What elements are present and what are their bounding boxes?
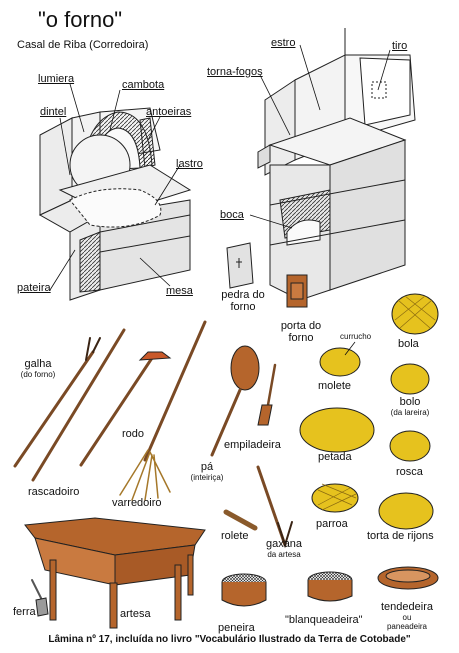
oven-right-drawing <box>257 28 416 301</box>
page-footer: Lâmina nº 17, incluída no livro "Vocabul… <box>48 634 411 645</box>
label-artesa: artesa <box>120 608 151 620</box>
label-dintel: dintel <box>40 106 67 118</box>
label-bola: bola <box>398 338 419 350</box>
gaxana-text: gaxana <box>265 538 303 550</box>
breads-drawing <box>299 293 439 530</box>
label-galha: galha (do forno) <box>16 358 60 379</box>
label-molete: molete <box>318 380 352 392</box>
pa-note: (inteiriça) <box>190 473 224 482</box>
label-currucho: currucho <box>340 332 372 341</box>
tendedeira-text: tendedeira <box>381 601 433 613</box>
label-lumiera: lumiera <box>38 73 75 85</box>
page-subtitle: Casal de Riba (Corredoira) <box>17 39 149 51</box>
label-lastro: lastro <box>176 158 203 170</box>
galha-text: galha <box>24 358 52 370</box>
label-porta-do-forno: porta do forno <box>276 320 326 344</box>
label-torna-fogos: torna-fogos <box>207 66 263 78</box>
pedra-line-1: pedra do <box>221 289 265 301</box>
porta-line-2: forno <box>288 332 314 344</box>
label-mesa: mesa <box>166 285 193 297</box>
sieves-drawing <box>221 566 439 607</box>
label-petada: petada <box>318 451 352 463</box>
bolo-note: (da lareira) <box>390 408 430 417</box>
tools-drawing <box>13 320 293 617</box>
label-rascadoiro: rascadoiro <box>28 486 80 498</box>
label-estro: estro <box>271 37 296 49</box>
label-pedra-do-forno: pedra do forno <box>218 289 268 313</box>
label-parroa: parroa <box>316 518 348 530</box>
tendedeira-note-2: paneadeira <box>386 622 428 631</box>
gaxana-note: da artesa <box>267 550 301 559</box>
pedra-line-2: forno <box>230 301 256 313</box>
porta-line-1: porta do <box>280 320 322 332</box>
label-blanqueadeira: "blanqueadeira" <box>285 614 363 626</box>
label-antoeiras: antoeiras <box>146 106 192 118</box>
porta-do-forno-drawing <box>286 274 308 308</box>
label-tendedeira: tendedeira ou paneadeira <box>375 601 439 631</box>
artesa-drawing <box>24 517 206 629</box>
label-gaxana: gaxana da artesa <box>262 538 306 559</box>
bolo-text: bolo <box>399 396 421 408</box>
pa-text: pá <box>200 461 214 473</box>
label-rolete: rolete <box>221 530 249 542</box>
label-ferra: ferra <box>13 606 36 618</box>
label-varredoiro: varredoiro <box>112 497 162 509</box>
label-rodo: rodo <box>122 428 145 440</box>
galha-note: (do forno) <box>20 370 56 379</box>
oven-left-drawing <box>38 107 192 301</box>
label-pa: pá (inteiriça) <box>190 461 224 482</box>
label-rosca: rosca <box>396 466 423 478</box>
label-torta-de-rijons: torta de rijons <box>367 530 434 542</box>
tendedeira-note-1: ou <box>402 613 412 622</box>
pedra-do-forno-drawing <box>226 242 254 289</box>
label-bolo: bolo (da lareira) <box>382 396 438 417</box>
label-cambota: cambota <box>122 79 165 91</box>
label-peneira: peneira <box>218 622 255 634</box>
leader-lines <box>49 44 391 356</box>
label-pateira: pateira <box>17 282 51 294</box>
label-tiro: tiro <box>392 40 408 52</box>
label-empiladeira: empiladeira <box>224 439 281 451</box>
page-title: "o forno" <box>38 7 123 32</box>
label-boca: boca <box>220 209 244 221</box>
